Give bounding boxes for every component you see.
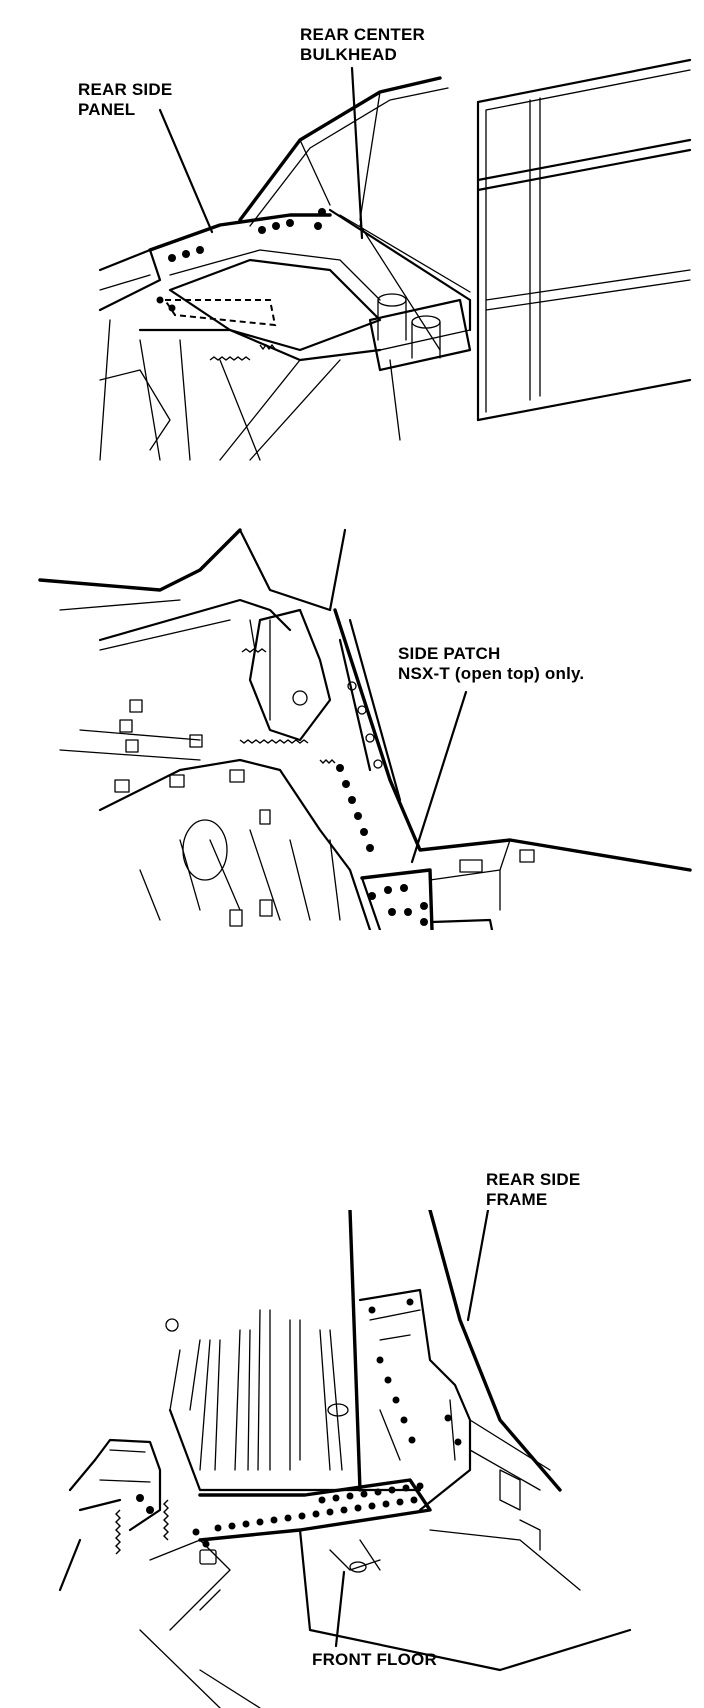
- leader-front-floor: [334, 1570, 346, 1648]
- front-floor-drawing: [58, 1210, 632, 1708]
- label-front-floor: FRONT FLOOR: [312, 1650, 437, 1669]
- label-rear-side-panel: REAR SIDE PANEL: [78, 80, 173, 119]
- label-rear-center-bulkhead: REAR CENTER BULKHEAD: [300, 25, 425, 64]
- spot-weld-marks: [136, 1298, 462, 1548]
- leader-rear-side-panel: [158, 108, 214, 234]
- bracket-tabs: [114, 699, 535, 927]
- spot-weld-marks: [156, 208, 326, 312]
- leader-rear-side-frame: [466, 1210, 490, 1322]
- side-patch-drawing: [38, 528, 692, 930]
- leader-rear-center-bulkhead: [350, 66, 364, 240]
- label-rear-side-frame: REAR SIDE FRAME: [486, 1170, 581, 1209]
- mount-stud-icon: [368, 293, 472, 372]
- figure-side-patch: SIDE PATCH NSX-T (open top) only.: [0, 510, 704, 930]
- figure-rear-bulkhead: REAR CENTER BULKHEAD REAR SIDE PANEL: [0, 0, 704, 480]
- figure-front-floor: REAR SIDE FRAME FRONT FLOOR: [0, 1170, 704, 1708]
- leader-side-patch: [410, 690, 468, 864]
- rear-bulkhead-drawing: [98, 58, 692, 461]
- label-side-patch: SIDE PATCH NSX-T (open top) only.: [398, 644, 585, 683]
- spot-weld-marks: [336, 764, 428, 926]
